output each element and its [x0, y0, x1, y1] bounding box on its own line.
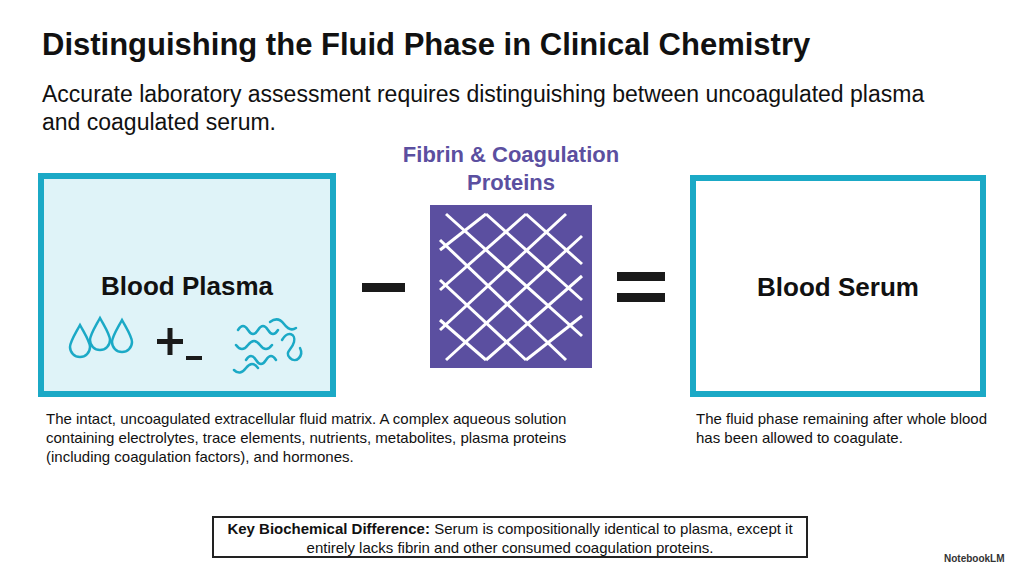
diagram-title: Distinguishing the Fluid Phase in Clinic… [42, 26, 1002, 64]
water-drops [70, 318, 132, 357]
box-description: The fluid phase remaining after whole bl… [696, 409, 996, 447]
plasma-box: Blood PlasmaThe intact, uncoagulated ext… [38, 173, 336, 397]
subtitle-text: Accurate laboratory assessment requires … [42, 80, 962, 136]
box-heading: Blood Serum [696, 272, 980, 302]
fibrin-box: Fibrin & Coagulation Proteins [430, 205, 592, 368]
ion-symbol [157, 328, 202, 360]
equals-symbol [617, 293, 665, 302]
box-heading: Blood Plasma [44, 271, 330, 301]
key-difference-box: Key Biochemical Difference: Serum is com… [212, 516, 808, 558]
fibrin-mesh [440, 214, 582, 360]
minus-symbol [362, 283, 405, 292]
callout-heading: Key Biochemical Difference: [227, 520, 430, 537]
watermark: NotebookLM [944, 553, 1024, 564]
box-heading: Fibrin & Coagulation Proteins [362, 141, 660, 197]
serum-box: Blood SerumThe fluid phase remaining aft… [690, 175, 986, 397]
protein-icons [234, 319, 301, 372]
equals-symbol [617, 272, 665, 281]
box-description: The intact, uncoagulated extracellular f… [46, 409, 591, 466]
